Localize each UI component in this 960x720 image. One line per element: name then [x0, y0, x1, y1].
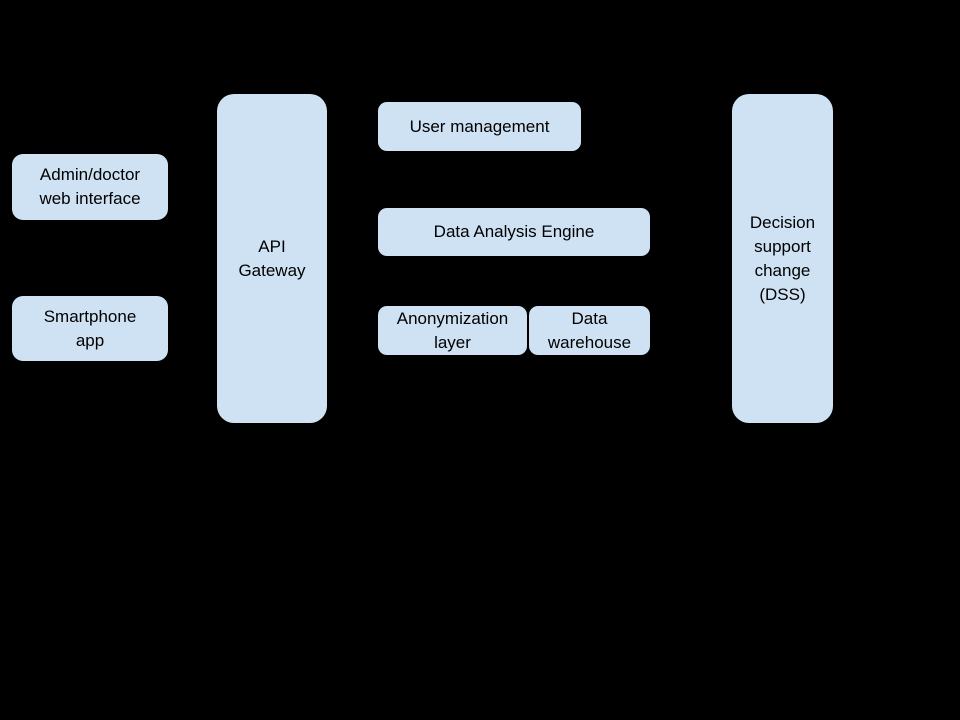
node-label: User management — [409, 116, 550, 136]
node-data-analysis-engine: Data Analysis Engine — [378, 208, 650, 256]
node-api-gateway: API Gateway — [217, 94, 327, 423]
node-label: Smartphone app — [43, 306, 137, 350]
node-decision-support-dss: Decision support change (DSS) — [732, 94, 833, 423]
node-label: API Gateway — [238, 236, 306, 280]
node-smartphone-app: Smartphone app — [12, 296, 168, 361]
node-admin-doctor-web-interface: Admin/doctor web interface — [12, 154, 168, 220]
node-label: Admin/doctor web interface — [39, 165, 141, 208]
node-label: Decision support change (DSS) — [749, 212, 816, 304]
node-label: Data warehouse — [547, 308, 632, 352]
node-user-management: User management — [378, 102, 581, 151]
node-anonymization-layer: Anonymization layer — [378, 306, 527, 355]
node-data-warehouse: Data warehouse — [529, 306, 650, 355]
node-label: Anonymization layer — [396, 308, 509, 352]
node-label: Data Analysis Engine — [433, 222, 595, 241]
